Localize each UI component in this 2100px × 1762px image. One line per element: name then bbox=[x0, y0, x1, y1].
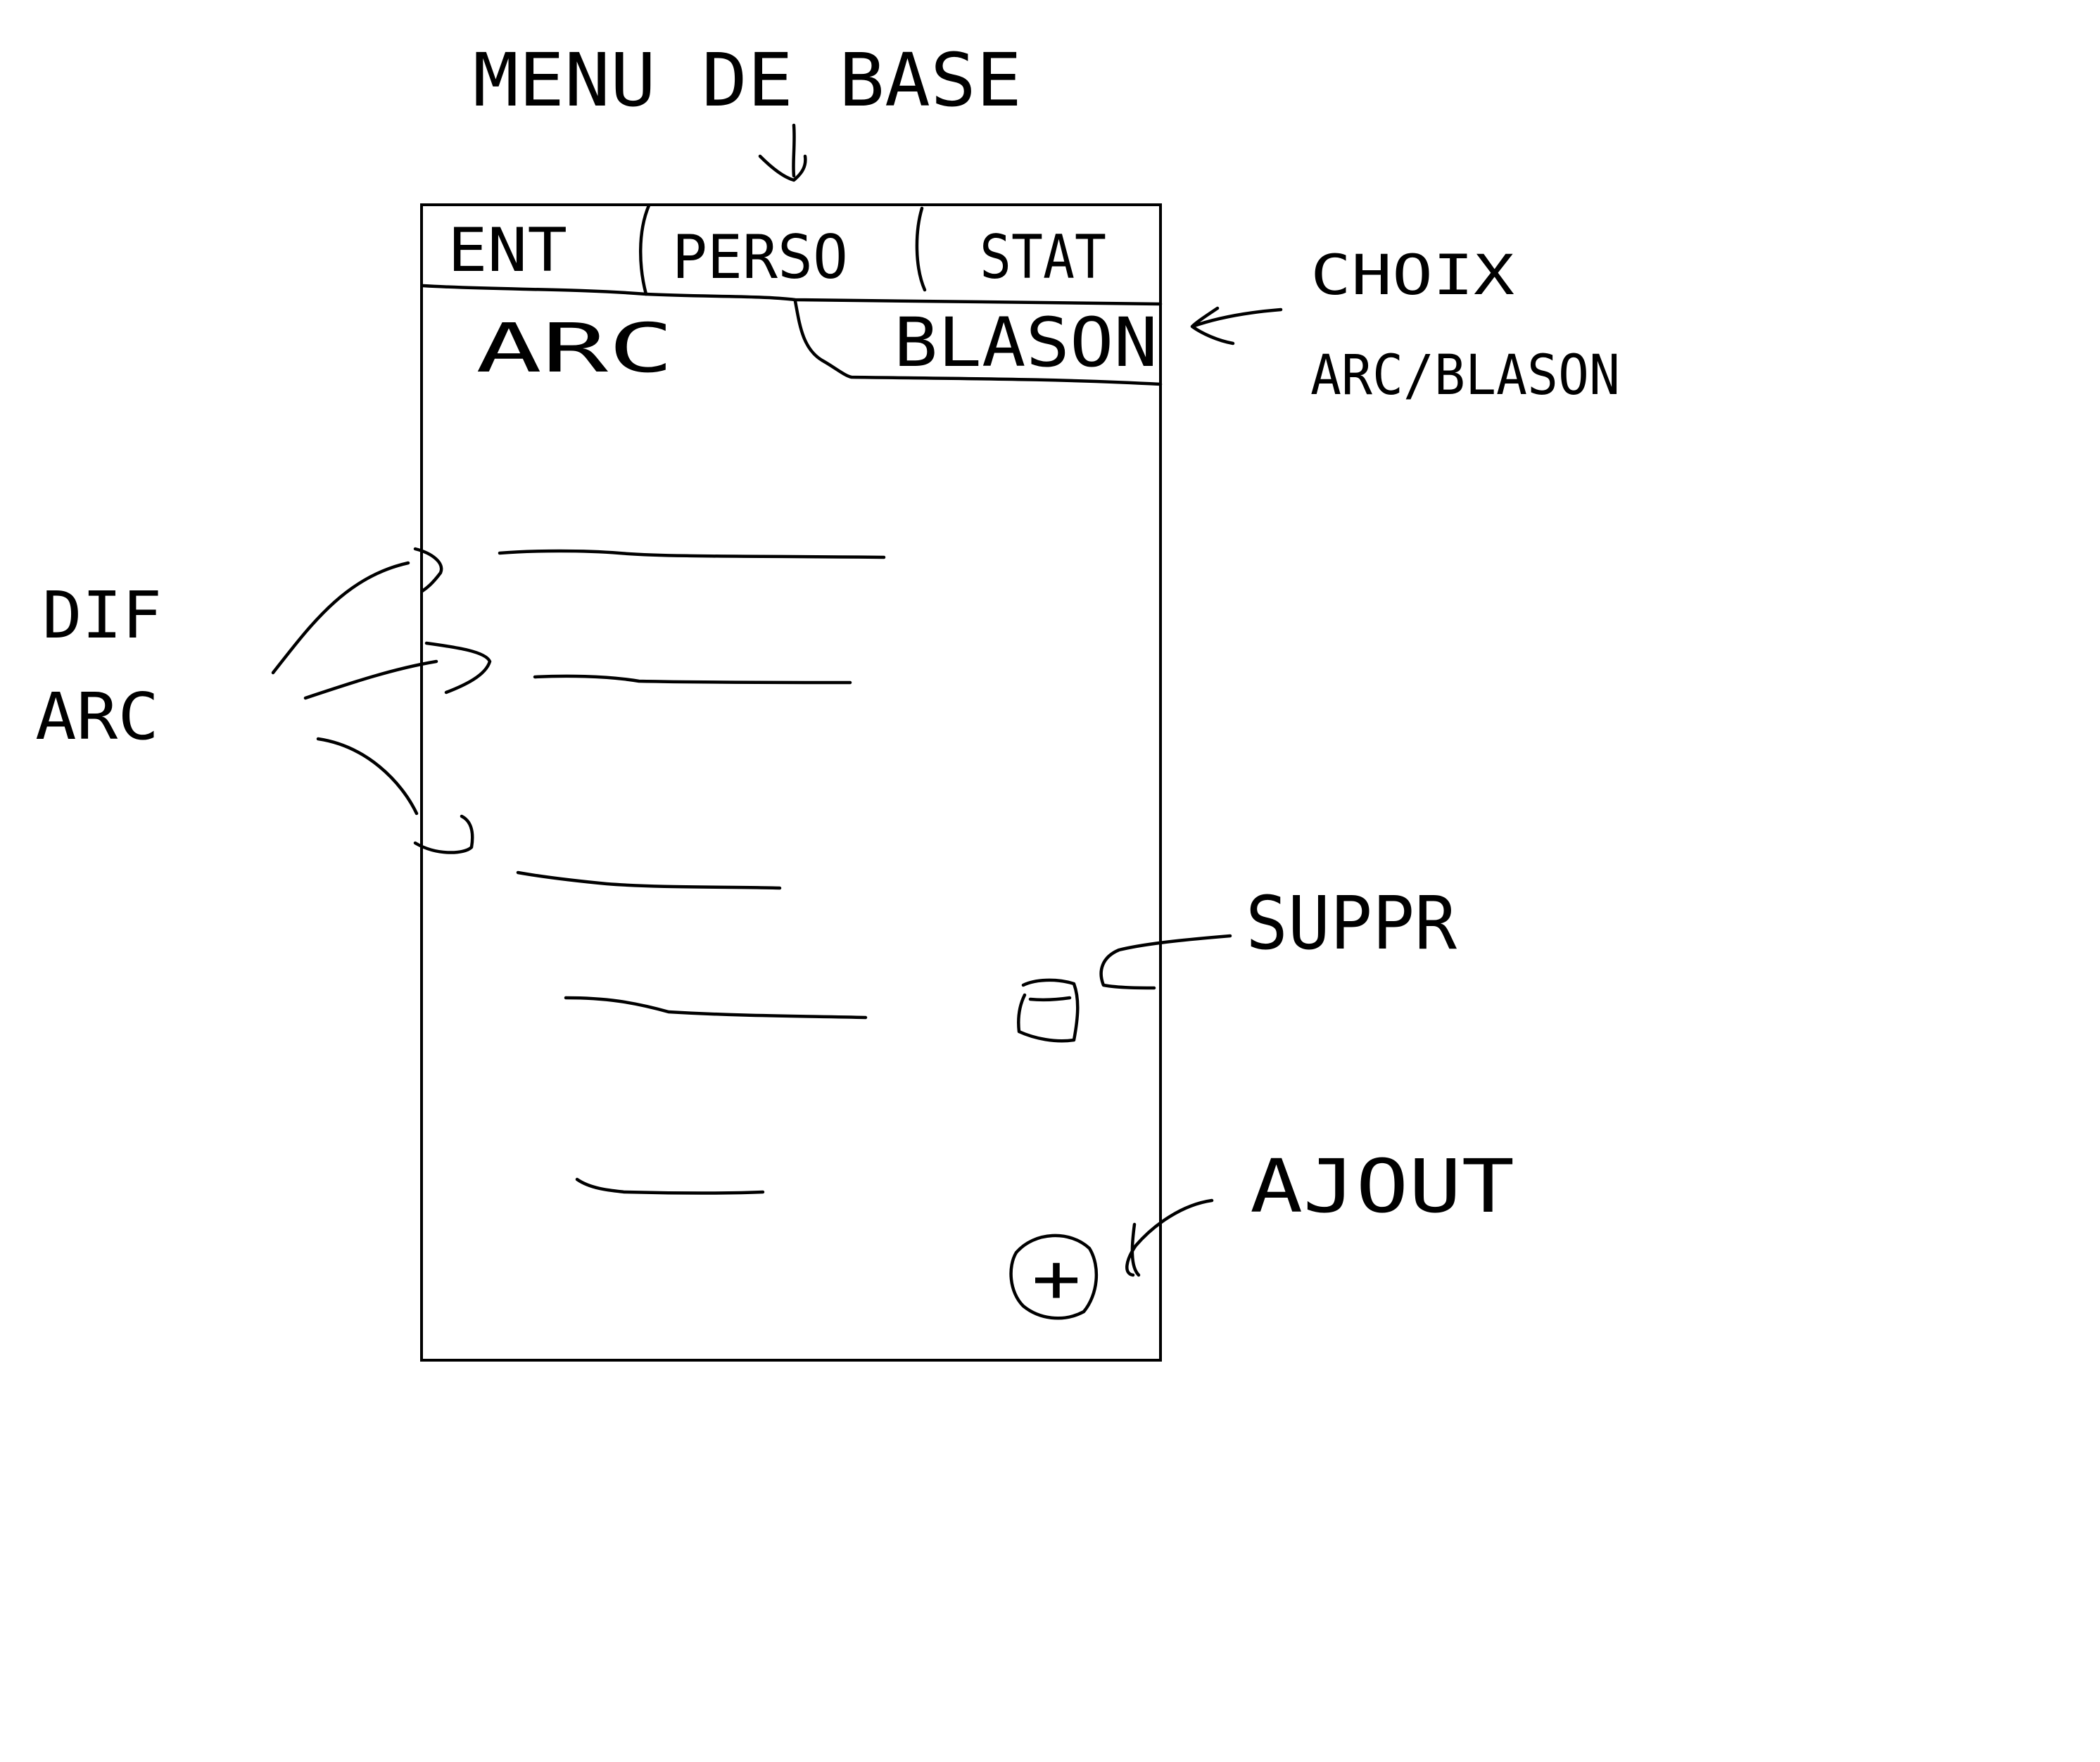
tab-stat[interactable]: STAT bbox=[980, 222, 1106, 293]
dif-arc-arrows bbox=[271, 547, 492, 854]
base-menu-bar: ENT PERSO STAT bbox=[421, 203, 1163, 306]
tab-arc-label: ARC bbox=[476, 309, 674, 388]
dif-arrow bbox=[316, 737, 474, 854]
delete-button[interactable] bbox=[1017, 978, 1080, 1043]
tab-arc[interactable]: ARC bbox=[476, 309, 674, 388]
dif-arrow bbox=[303, 641, 492, 700]
choix-pointer-arrow bbox=[1190, 306, 1283, 346]
arc-blason-annotation: ARC/BLASON bbox=[1310, 344, 1620, 407]
add-button[interactable]: + bbox=[1009, 1234, 1099, 1320]
choix-annotation: CHOIX bbox=[1310, 244, 1514, 308]
arc-annotation: ARC bbox=[35, 679, 159, 754]
bow-list bbox=[498, 549, 886, 1195]
ajout-pointer bbox=[1125, 1198, 1214, 1277]
tab-ent[interactable]: ENT bbox=[448, 215, 567, 286]
list-item[interactable] bbox=[575, 1177, 765, 1195]
tab-perso[interactable]: PERSO bbox=[672, 222, 848, 293]
suppr-annotation: SUPPR bbox=[1246, 880, 1457, 966]
tab-separator bbox=[639, 203, 651, 296]
tab-ent-label: ENT bbox=[448, 215, 567, 286]
menu-bar-underline bbox=[421, 284, 1163, 306]
list-item[interactable] bbox=[516, 870, 782, 890]
tab-separator bbox=[915, 206, 927, 292]
phone-frame bbox=[420, 203, 1162, 1362]
menu-pointer-arrow bbox=[758, 123, 807, 182]
dif-annotation: DIF bbox=[42, 578, 162, 653]
sub-tab-divider bbox=[793, 299, 1163, 386]
ajout-annotation: AJOUT bbox=[1250, 1143, 1514, 1229]
list-item[interactable] bbox=[564, 996, 868, 1020]
list-item[interactable] bbox=[533, 674, 852, 685]
suppr-pointer bbox=[1099, 934, 1232, 990]
sub-tab-bar: ARC BLASON bbox=[476, 299, 1163, 388]
dif-arrow bbox=[271, 547, 443, 675]
menu-de-base-annotation: MENU DE BASE bbox=[473, 37, 1022, 123]
tab-stat-label: STAT bbox=[980, 222, 1106, 293]
plus-icon: + bbox=[1032, 1239, 1081, 1318]
tab-perso-label: PERSO bbox=[672, 222, 848, 293]
add-button-circle bbox=[1009, 1234, 1099, 1320]
tab-blason-label: BLASON bbox=[894, 303, 1158, 382]
list-item[interactable] bbox=[498, 549, 886, 559]
trash-icon bbox=[1017, 978, 1080, 1043]
tab-blason[interactable]: BLASON bbox=[894, 303, 1158, 382]
